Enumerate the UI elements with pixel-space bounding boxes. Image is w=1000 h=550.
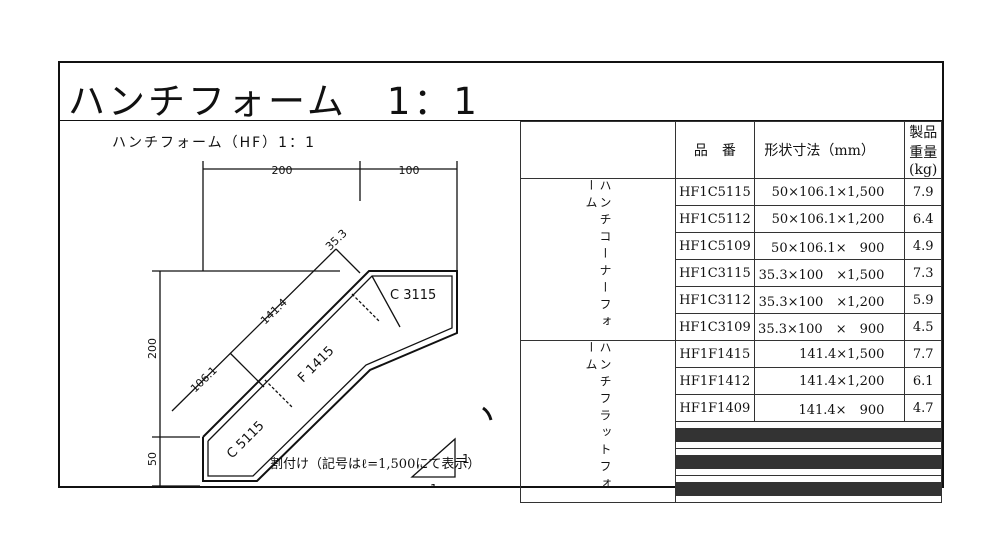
figure-title: ハンチフォーム（HF）1：1 xyxy=(112,135,316,151)
cell-code: HF1C5109 xyxy=(675,232,755,260)
title-divider xyxy=(60,120,942,121)
cell-dimension: 50×106.1×1,500 xyxy=(753,178,906,206)
slope-horizontal-label: 1 xyxy=(430,482,438,487)
dimension-tick-top xyxy=(335,248,361,274)
cell-dimension: 35.3×100 ×1,200 xyxy=(753,286,906,314)
cell-dimension: 141.4× 900 xyxy=(753,394,906,422)
corner-divider xyxy=(371,275,401,328)
group-corner-label: ハンチコーナーフォーム xyxy=(584,179,612,332)
cell-weight: 7.7 xyxy=(904,340,942,368)
cell-code: HF1C5112 xyxy=(675,205,755,233)
form-inner-outline xyxy=(207,275,453,477)
table-row: HF1C5109 50×106.1× 900 4.9 xyxy=(521,232,942,260)
cell-code: HF1F1412 xyxy=(675,367,755,395)
group-corner-cell: ハンチコーナーフォーム xyxy=(520,178,676,341)
stray-mark xyxy=(482,406,493,421)
label-f1415: F 1415 xyxy=(295,344,337,386)
cell-weight: 7.3 xyxy=(904,259,942,287)
redaction-bar-cell xyxy=(675,448,942,476)
cell-dimension: 50×106.1× 900 xyxy=(753,232,906,260)
table-row: HF1C3115 35.3×100 ×1,500 7.3 xyxy=(521,259,942,287)
header-weight: 製品重量(kg) xyxy=(904,121,942,179)
label-c3115: C 3115 xyxy=(390,288,436,303)
redacted-row xyxy=(521,448,942,476)
dim-100: 100 xyxy=(399,164,420,177)
dim-106-1: 106.1 xyxy=(188,364,220,395)
cell-dimension: 50×106.1×1,200 xyxy=(753,205,906,233)
cell-code: HF1C3115 xyxy=(675,259,755,287)
dim-200-left: 200 xyxy=(146,338,159,359)
document-frame: ハンチフォーム 1：1 ハンチフォーム（HF）1：1 xyxy=(58,61,944,503)
table-row: HF1F1409 141.4× 900 4.7 xyxy=(521,394,942,422)
redaction-bar xyxy=(675,455,942,469)
table-header-row: 品 番 形状寸法（mm） 製品重量(kg) xyxy=(520,121,942,179)
form-outline xyxy=(202,270,458,482)
slope-triangle xyxy=(410,437,456,478)
table-row: ハンチコーナーフォーム HF1C5115 50×106.1×1,500 7.9 xyxy=(520,178,942,341)
dim-141-4: 141.4 xyxy=(258,296,290,327)
cell-code: HF1C3109 xyxy=(675,313,755,341)
page-title: ハンチフォーム 1：1 xyxy=(68,80,480,123)
group-flat-label: ハンチフラットフォーム xyxy=(584,341,612,494)
cell-code: HF1C5115 xyxy=(675,178,755,206)
cell-weight: 4.9 xyxy=(904,232,942,260)
cell-weight: 4.7 xyxy=(904,394,942,422)
dimension-line-diagonal xyxy=(171,248,337,412)
header-code: 品 番 xyxy=(675,121,755,179)
haunch-form-diagram: ハンチフォーム（HF）1：1 xyxy=(60,121,520,496)
cell-dimension: 141.4×1,200 xyxy=(753,367,906,395)
cell-dimension: 141.4×1,500 xyxy=(753,340,906,368)
table-row: HF1C3112 35.3×100 ×1,200 5.9 xyxy=(521,286,942,314)
header-dimension: 形状寸法（mm） xyxy=(753,121,906,179)
redaction-bar-cell xyxy=(675,475,942,503)
redaction-bar xyxy=(675,482,942,496)
cell-dimension: 35.3×100 × 900 xyxy=(753,313,906,341)
diagram-drawing: 200 100 35.3 141.4 106.1 200 50 C 3115 F… xyxy=(146,161,493,496)
header-group-cell xyxy=(520,121,676,179)
redaction-bar-cell xyxy=(675,421,942,449)
cell-weight: 6.4 xyxy=(904,205,942,233)
redacted-row xyxy=(521,475,942,503)
cell-code: HF1C3112 xyxy=(675,286,755,314)
dim-50: 50 xyxy=(146,452,159,466)
cell-weight: 6.1 xyxy=(904,367,942,395)
table-row: HF1F1412 141.4×1,200 6.1 xyxy=(521,367,942,395)
label-c5115: C 5115 xyxy=(224,418,267,461)
spec-table: 品 番 形状寸法（mm） 製品重量(kg) ハンチコーナーフォーム HF1C51… xyxy=(520,121,942,503)
cell-weight: 4.5 xyxy=(904,313,942,341)
figure-caption: 割付け（記号はℓ=1,500にて表示） xyxy=(270,457,481,472)
redaction-bar xyxy=(675,428,942,442)
dim-200-top: 200 xyxy=(272,164,293,177)
joint-upper xyxy=(351,293,381,323)
cell-code: HF1F1415 xyxy=(675,340,755,368)
table-row: ハンチフラットフォーム HF1F1415 141.4×1,500 7.7 xyxy=(520,340,942,503)
joint-lower xyxy=(264,379,293,408)
cell-weight: 5.9 xyxy=(904,286,942,314)
cell-weight: 7.9 xyxy=(904,178,942,206)
table-row: HF1C3109 35.3×100 × 900 4.5 xyxy=(521,313,942,341)
cell-code: HF1F1409 xyxy=(675,394,755,422)
cell-dimension: 35.3×100 ×1,500 xyxy=(753,259,906,287)
group-flat-cell: ハンチフラットフォーム xyxy=(520,340,676,503)
slope-vertical-label: 1 xyxy=(462,452,470,466)
